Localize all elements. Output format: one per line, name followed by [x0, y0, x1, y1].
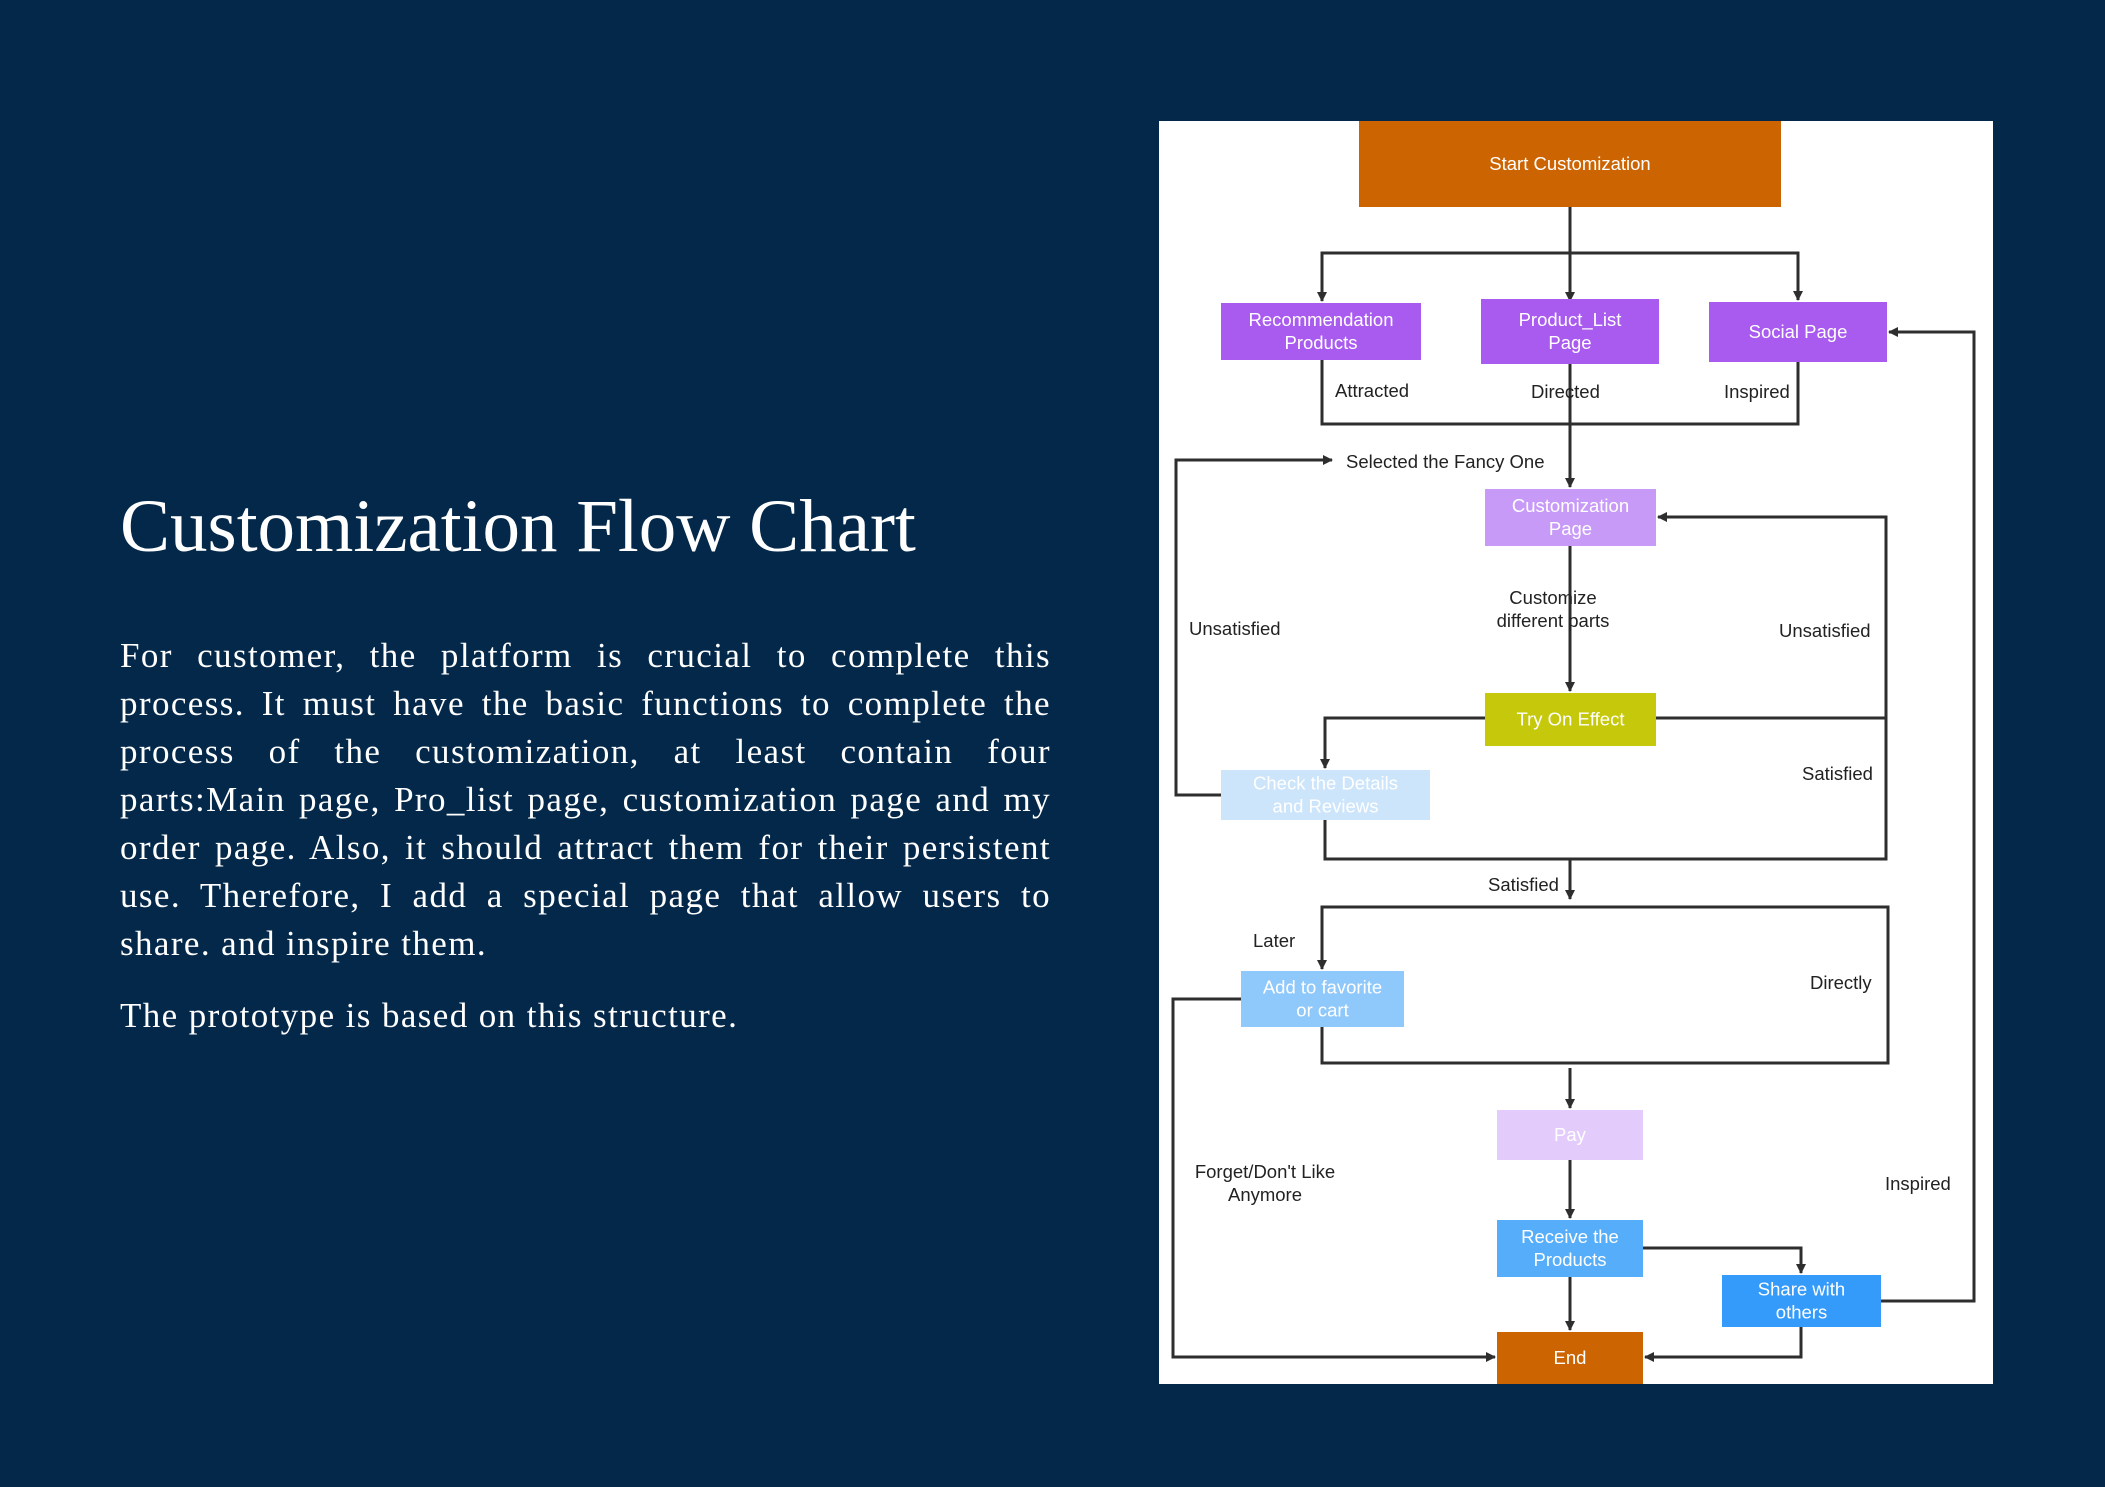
end-node: End	[1497, 1332, 1643, 1384]
connector-arrow	[1320, 360, 1800, 426]
directly-label: Directly	[1810, 972, 1872, 993]
connector-arrow	[1656, 512, 1888, 720]
node-box	[1221, 770, 1430, 820]
node-box	[1481, 299, 1659, 364]
node-label: Products	[1533, 1249, 1606, 1270]
page-title: Customization Flow Chart	[120, 485, 916, 568]
connector-arrow	[1570, 251, 1803, 301]
node-label: Recommendation	[1249, 309, 1394, 330]
forget-label: Anymore	[1228, 1184, 1302, 1205]
node-label: Start Customization	[1489, 153, 1650, 174]
node-box	[1241, 971, 1404, 1027]
node-label: others	[1776, 1302, 1827, 1323]
forget-label: Forget/Don't Like	[1195, 1161, 1335, 1182]
node-box	[1485, 489, 1656, 546]
node-box	[1722, 1275, 1881, 1327]
node-label: Page	[1548, 332, 1591, 353]
connector-arrow	[1881, 327, 1976, 1303]
connector-arrow	[1323, 718, 1888, 861]
node-label: Try On Effect	[1517, 709, 1625, 730]
satisfied-label: Satisfied	[1488, 874, 1559, 895]
satisfied-label: Satisfied	[1802, 763, 1873, 784]
node-box	[1497, 1332, 1643, 1384]
inspired-label: Inspired	[1885, 1173, 1951, 1194]
connector-arrow	[1317, 251, 1570, 302]
connector-arrow	[1320, 716, 1485, 769]
node-label: Share with	[1758, 1279, 1845, 1300]
description-paragraph: The prototype is based on this structure…	[120, 996, 739, 1035]
connector-arrow	[1317, 905, 1570, 970]
node-label: and Reviews	[1273, 796, 1379, 817]
node-label: Product_List	[1519, 309, 1622, 331]
pay-node: Pay	[1497, 1110, 1643, 1160]
node-box	[1221, 303, 1421, 360]
node-label: Social Page	[1749, 321, 1848, 342]
unsatisfied-label: Unsatisfied	[1189, 618, 1281, 639]
customize-parts-label: Customize	[1509, 587, 1596, 608]
node-label: Pay	[1554, 1124, 1587, 1145]
description-paragraph: For customer, the platform is crucial to…	[120, 636, 1051, 963]
attracted-label: Attracted	[1335, 380, 1409, 401]
node-label: or cart	[1296, 1000, 1348, 1021]
node-label: Check the Details	[1253, 773, 1398, 794]
connector-arrow	[1320, 905, 1890, 1065]
node-box	[1709, 302, 1887, 362]
connector-arrow	[1643, 1246, 1806, 1274]
directed-label: Directed	[1531, 381, 1600, 402]
connector-arrow	[1174, 455, 1333, 797]
node-label: Receive the	[1521, 1226, 1619, 1247]
node-label: Add to favorite	[1263, 977, 1382, 998]
node-label: Page	[1549, 518, 1592, 539]
later-label: Later	[1253, 930, 1295, 951]
selected-fancy-label: Selected the Fancy One	[1346, 451, 1544, 472]
node-box	[1485, 693, 1656, 746]
flowchart-diagram: Start CustomizationRecommendationProduct…	[1171, 121, 1976, 1384]
try-on-effect-node: Try On Effect	[1485, 693, 1656, 746]
start-node: Start Customization	[1359, 121, 1781, 207]
node-label: Customization	[1512, 495, 1629, 516]
node-box	[1497, 1110, 1643, 1160]
node-label: Products	[1284, 332, 1357, 353]
inspired-label: Inspired	[1724, 381, 1790, 402]
unsatisfied-label: Unsatisfied	[1779, 620, 1871, 641]
customize-parts-label: different parts	[1497, 610, 1610, 631]
social-page-node: Social Page	[1709, 302, 1887, 362]
node-box	[1497, 1220, 1643, 1277]
description: For customer, the platform is crucial to…	[120, 632, 1051, 1040]
connector-arrow	[1644, 1327, 1803, 1362]
node-label: End	[1554, 1347, 1587, 1368]
connector-arrow	[1171, 997, 1496, 1362]
node-box	[1359, 121, 1781, 207]
